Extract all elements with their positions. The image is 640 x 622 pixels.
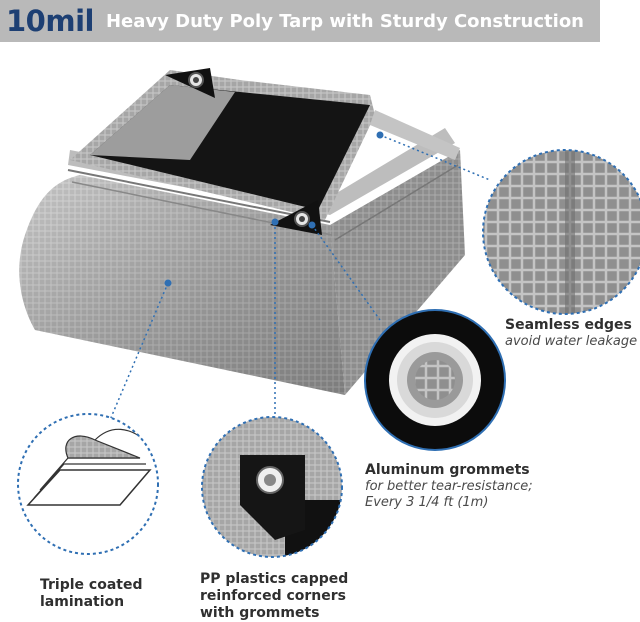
grommets-title: Aluminum grommets — [365, 462, 530, 478]
lamination-line2: lamination — [40, 594, 125, 610]
corners-line1: PP plastics capped — [200, 571, 349, 587]
banner-title: Heavy Duty Poly Tarp with Sturdy Constru… — [105, 10, 584, 32]
lamination-zoom — [17, 413, 159, 555]
leader-lines — [109, 134, 491, 421]
header-banner: 10mil Heavy Duty Poly Tarp with Sturdy C… — [0, 0, 600, 42]
grommets-callout: Aluminum grommets for better tear-resist… — [365, 462, 533, 511]
seamless-edges-callout: Seamless edges avoid water leakage — [505, 317, 637, 350]
leader-dots — [164, 131, 384, 287]
folded-tarp — [19, 68, 465, 395]
corners-callout: PP plastics capped reinforced corners wi… — [200, 571, 348, 622]
grommets-line1: for better tear-resistance; — [365, 479, 533, 494]
grommets-line2: Every 3 1/4 ft (1m) — [365, 495, 489, 510]
banner-highlight: 10mil — [6, 4, 94, 38]
seamless-edge-zoom — [482, 149, 640, 315]
corners-line3: with grommets — [200, 605, 320, 621]
corner-zoom — [201, 416, 343, 558]
seamless-edges-title: Seamless edges — [505, 317, 632, 333]
seamless-edges-subtitle: avoid water leakage — [505, 334, 638, 349]
lamination-callout: Triple coated lamination — [40, 577, 142, 611]
lamination-line1: Triple coated — [40, 577, 143, 593]
corners-line2: reinforced corners — [200, 588, 346, 604]
grommet-zoom — [364, 309, 506, 451]
